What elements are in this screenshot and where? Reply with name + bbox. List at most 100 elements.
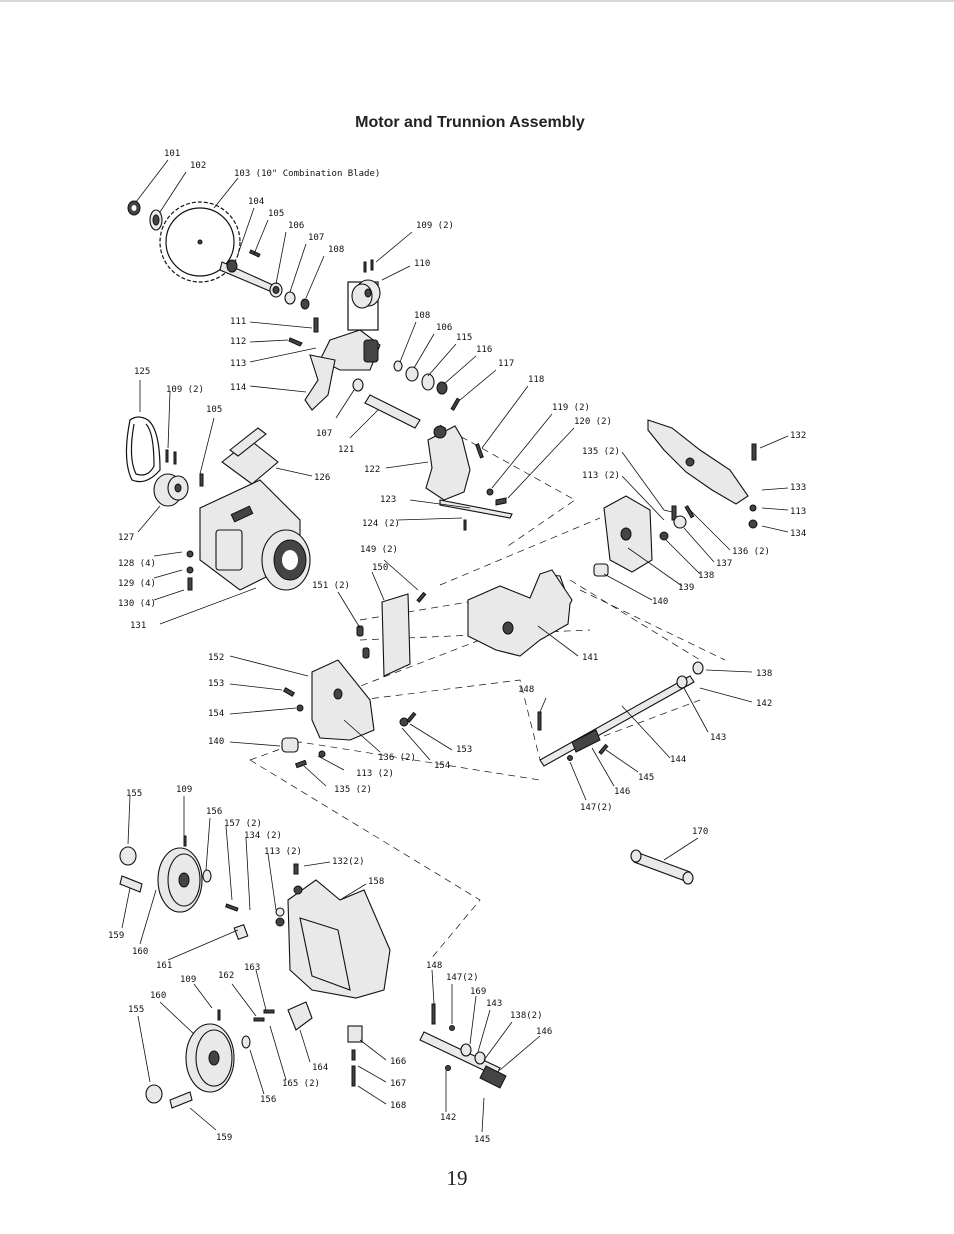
callout-label: 134 <box>790 529 806 539</box>
callout-label: 113 <box>230 359 246 369</box>
saw-blade <box>159 201 241 283</box>
callout-label: 138 <box>698 571 714 581</box>
callout-label: 113 (2) <box>582 471 620 481</box>
callout-label: 115 <box>456 333 472 343</box>
bracket-bolts <box>288 317 319 347</box>
worm-shaft <box>537 661 704 767</box>
callout-label: 108 <box>328 245 344 255</box>
callout-label: 135 (2) <box>334 785 372 795</box>
callout-label: 113 (2) <box>356 769 394 779</box>
callout-label: 120 (2) <box>574 417 612 427</box>
callout-label: 155 <box>128 1005 144 1015</box>
bearing-front <box>269 282 310 310</box>
callout-label: 159 <box>216 1133 232 1143</box>
callout-label: 106 <box>288 221 304 231</box>
arbor-flange <box>149 209 163 231</box>
lower-worm-shaft <box>419 1003 507 1089</box>
arbor-key <box>248 249 261 258</box>
callout-label: 109 <box>176 785 192 795</box>
callout-label: 109 (2) <box>166 385 204 395</box>
callout-label: 166 <box>390 1057 406 1067</box>
callout-label: 160 <box>150 991 166 1001</box>
callout-label: 140 <box>652 597 668 607</box>
callout-label: 146 <box>614 787 630 797</box>
callout-label: 105 <box>206 405 222 415</box>
callout-label: 145 <box>474 1135 490 1145</box>
rear-trunnion-arm <box>647 419 758 529</box>
arbor-shaft <box>219 259 276 293</box>
callout-label: 113 (2) <box>264 847 302 857</box>
callout-label: 132(2) <box>332 857 365 867</box>
lower-trunnion <box>233 863 391 999</box>
callout-label: 118 <box>528 375 544 385</box>
callout-label: 148 <box>518 685 534 695</box>
callout-label: 101 <box>164 149 180 159</box>
callout-label: 130 (4) <box>118 599 156 609</box>
callout-label: 121 <box>338 445 354 455</box>
callout-label: 137 <box>716 559 732 569</box>
callout-label: 112 <box>230 337 246 347</box>
callout-label: 141 <box>582 653 598 663</box>
page-title: Motor and Trunnion Assembly <box>355 114 585 131</box>
wrench <box>630 849 694 885</box>
pivot-shaft <box>364 394 421 429</box>
callout-label: 123 <box>380 495 396 505</box>
callout-label: 157 (2) <box>224 819 262 829</box>
callout-label: 156 <box>260 1095 276 1105</box>
callout-label: 161 <box>156 961 172 971</box>
callout-label: 160 <box>132 947 148 957</box>
callout-label: 168 <box>390 1101 406 1111</box>
motor-key <box>199 473 204 487</box>
motor-bracket <box>425 425 507 506</box>
callout-label: 152 <box>208 653 224 663</box>
page-number: 19 <box>446 1166 468 1190</box>
callout-label: 116 <box>476 345 492 355</box>
top-rule <box>0 0 954 2</box>
callout-label: 154 <box>434 761 450 771</box>
callout-label: 129 (4) <box>118 579 156 589</box>
callout-label: 146 <box>536 1027 552 1037</box>
callout-label: 159 <box>108 931 124 941</box>
arbor-pulley <box>347 259 381 331</box>
callout-label: 131 <box>130 621 146 631</box>
callout-label: 106 <box>436 323 452 333</box>
callout-label: 144 <box>670 755 686 765</box>
callout-label: 110 <box>414 259 430 269</box>
front-trunnion-bracket <box>281 659 417 769</box>
callout-label: 128 (4) <box>118 559 156 569</box>
callout-label: 143 <box>486 999 502 1009</box>
callout-label: 140 <box>208 737 224 747</box>
callout-label: 143 <box>710 733 726 743</box>
callout-label: 114 <box>230 383 246 393</box>
callout-label: 138 <box>756 669 772 679</box>
callout-label: 150 <box>372 563 388 573</box>
callout-label: 132 <box>790 431 806 441</box>
callout-label: 142 <box>756 699 772 709</box>
callout-label: 134 (2) <box>244 831 282 841</box>
handwheel-upper <box>119 835 239 913</box>
callout-label: 162 <box>218 971 234 981</box>
callout-label: 145 <box>638 773 654 783</box>
callout-label: 138(2) <box>510 1011 543 1021</box>
callout-label: 119 (2) <box>552 403 590 413</box>
callout-label: 153 <box>208 679 224 689</box>
callout-label: 111 <box>230 317 246 327</box>
callout-label: 165 (2) <box>282 1079 320 1089</box>
callout-label: 167 <box>390 1079 406 1089</box>
callout-label: 164 <box>312 1063 328 1073</box>
callout-label: 108 <box>414 311 430 321</box>
arbor-nut <box>127 200 141 216</box>
motor-fasteners <box>186 550 194 591</box>
rear-trunnion-bracket <box>593 495 695 577</box>
callout-label: 148 <box>426 961 442 971</box>
callout-label: 149 (2) <box>360 545 398 555</box>
callout-label: 125 <box>134 367 150 377</box>
assembly-dash-lines <box>249 424 726 961</box>
callout-label: 136 (2) <box>378 753 416 763</box>
callout-label: 127 <box>118 533 134 543</box>
callout-label: 147(2) <box>580 803 613 813</box>
leader-lines <box>121 159 789 1133</box>
callout-label: 122 <box>364 465 380 475</box>
